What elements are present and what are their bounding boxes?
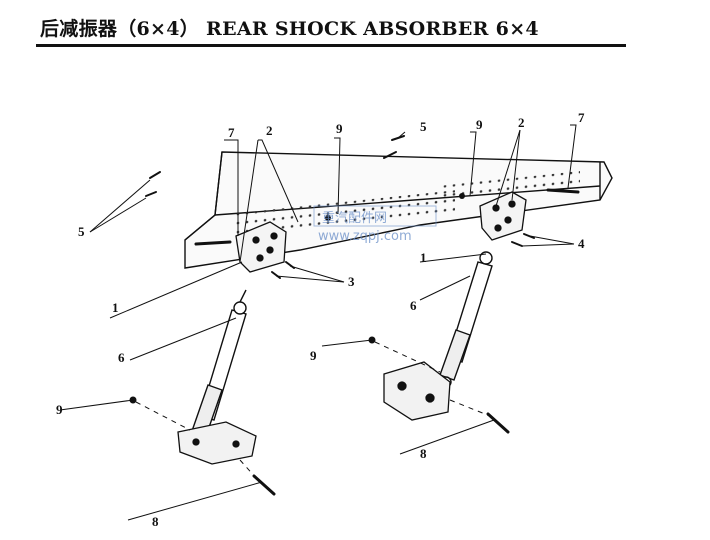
watermark-frame — [313, 205, 437, 227]
shock-absorber-left — [191, 289, 247, 444]
title-underline — [36, 44, 626, 47]
callout-2-right: 2 — [518, 115, 525, 130]
callout-5-top: 5 — [420, 119, 427, 134]
watermark-url: www.zqpj.com — [318, 229, 412, 244]
lower-bracket-left — [177, 421, 257, 465]
callout-2-left: 2 — [266, 123, 273, 138]
shock-absorber-right — [439, 251, 493, 388]
left-mounting-bracket — [235, 221, 287, 273]
right-mounting-bracket — [479, 191, 527, 241]
callout-6-right: 6 — [410, 298, 417, 313]
bolt-right — [546, 188, 580, 194]
callout-7-left: 7 — [228, 125, 235, 140]
lower-bolt-right — [486, 412, 510, 434]
callout-5-left: 5 — [78, 224, 85, 239]
nuts — [129, 193, 465, 404]
callout-8-left: 8 — [152, 514, 159, 529]
lower-bolt-left — [252, 474, 276, 496]
callout-6-left: 6 — [118, 350, 125, 365]
projection-lines — [135, 341, 491, 479]
callout-7-right: 7 — [578, 110, 585, 125]
callout-1-right: 1 — [420, 250, 427, 265]
callout-9-right: 9 — [476, 117, 483, 132]
frame-rail — [184, 151, 613, 269]
lower-bracket-right — [383, 361, 451, 421]
callout-1-left: 1 — [112, 300, 119, 315]
callout-4: 4 — [578, 236, 585, 251]
leader-lines — [59, 124, 577, 521]
callout-9-top: 9 — [336, 121, 343, 136]
callout-9-mid: 9 — [310, 348, 317, 363]
watermark-logo: 重汽配件网 — [322, 210, 387, 226]
callout-3: 3 — [348, 274, 355, 289]
callout-9-left: 9 — [56, 402, 63, 417]
callout-8-right: 8 — [420, 446, 427, 461]
page-title: 后减振器（6×4） REAR SHOCK ABSORBER 6×4 — [40, 18, 539, 40]
bolt-left — [194, 240, 232, 246]
